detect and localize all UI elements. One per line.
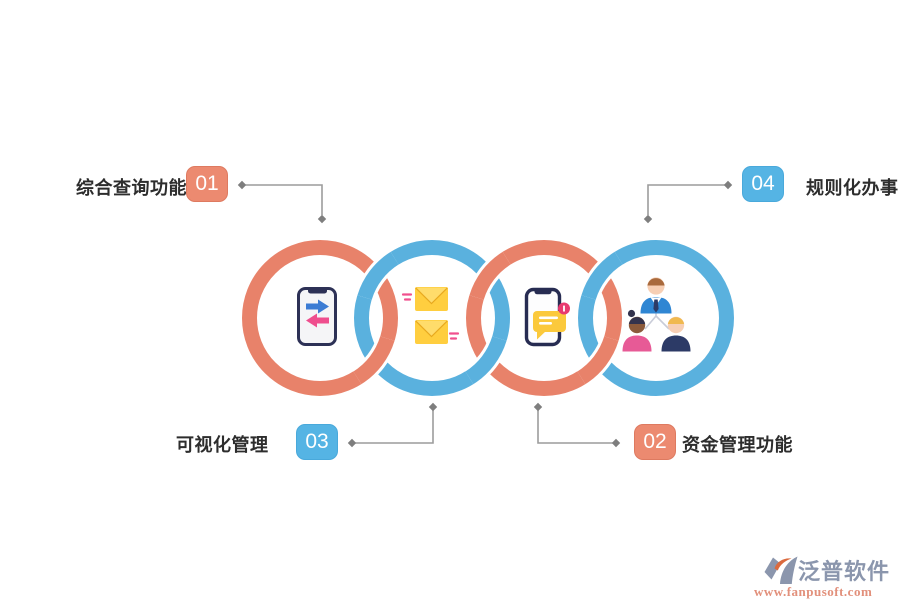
phone-chat-icon [524, 287, 570, 347]
connector-01 [245, 184, 323, 215]
ring-4-blue [578, 240, 734, 396]
connector-03 [355, 410, 434, 444]
connector-02 [537, 410, 613, 444]
feature-label-03: 可视化管理 [176, 435, 269, 455]
number-badge-04: 04 [742, 166, 784, 202]
feature-label-01: 综合查询功能 [76, 178, 187, 198]
person-left [622, 309, 652, 352]
number-badge-01: 01 [186, 166, 228, 202]
fanpu-logo-icon [764, 556, 798, 584]
number-badge-03: 03 [296, 424, 338, 460]
number-badge-02: 02 [634, 424, 676, 460]
ring-1-orange [242, 240, 398, 396]
ring-3-orange [466, 240, 622, 396]
person-top [640, 277, 672, 314]
ring-chain [242, 240, 734, 396]
brand-url: www.fanpusoft.com [754, 584, 873, 599]
person-right [661, 316, 691, 352]
ring-2-blue [354, 240, 510, 396]
brand-name: 泛普软件 [798, 559, 891, 584]
team-structure-icon [622, 277, 691, 352]
mail-messages-icon [401, 287, 460, 344]
feature-label-02: 资金管理功能 [682, 435, 793, 455]
speed-lines [401, 293, 460, 340]
connector-04 [647, 184, 725, 215]
phone-sync-icon [297, 287, 337, 346]
feature-label-04: 规则化办事 [806, 178, 899, 198]
notification-badge [558, 302, 570, 315]
